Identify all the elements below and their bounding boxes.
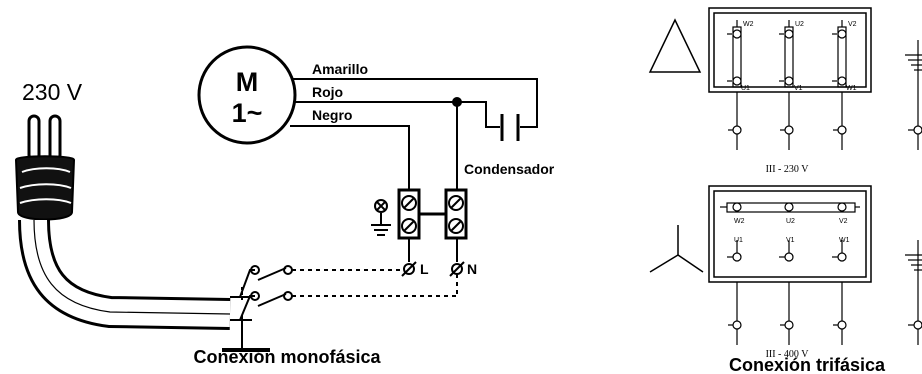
star-symbol-icon — [649, 225, 704, 273]
delta-term-top-2: U2 — [795, 21, 804, 28]
star-term-bottom-3: W1 — [839, 237, 850, 244]
delta-supply-leads — [728, 92, 847, 150]
wire-junction-dot — [452, 97, 462, 107]
terminal-n-label: N — [467, 261, 477, 277]
delta-term-top-3: V2 — [848, 21, 857, 28]
ground-icon — [905, 40, 922, 150]
dashed-supply-lines — [292, 269, 458, 297]
wire-label-red: Rojo — [312, 84, 343, 100]
capacitor-label: Condensador — [464, 161, 555, 177]
star-term-bottom-1: U1 — [734, 237, 743, 244]
caption-three-phase: Conexión trifásica — [729, 355, 886, 374]
terminal-n — [449, 261, 465, 277]
plug-icon — [14, 114, 231, 330]
terminal-block — [397, 158, 468, 262]
motor-letter: M — [236, 67, 259, 97]
motor-phase: 1~ — [232, 98, 263, 128]
delta-term-bottom-2: V1 — [794, 85, 803, 92]
star-term-bottom-2: V1 — [786, 237, 795, 244]
star-term-top-2: U2 — [786, 218, 795, 225]
delta-term-top-1: W2 — [743, 21, 754, 28]
delta-terminal-box: W2 U2 V2 U1 V1 W1 — [708, 7, 872, 93]
capacitor-icon — [500, 114, 520, 141]
motor-icon: M 1~ — [197, 45, 297, 145]
star-term-top-1: W2 — [734, 218, 745, 225]
voltage-label: 230 V — [22, 79, 83, 105]
wire-label-black: Negro — [312, 107, 352, 123]
delta-term-bottom-1: U1 — [741, 85, 750, 92]
delta-caption: III - 230 V — [766, 164, 810, 175]
delta-symbol-icon — [648, 18, 702, 73]
terminal-l — [401, 261, 417, 277]
delta-term-bottom-3: W1 — [846, 85, 857, 92]
lamp-icon — [374, 199, 388, 213]
star-caption: III - 400 V — [766, 349, 810, 360]
switch-icon — [222, 265, 293, 352]
star-terminal-box: W2 U2 V2 U1 V1 W1 — [708, 185, 872, 283]
wire-label-yellow: Amarillo — [312, 61, 368, 77]
caption-single-phase: Conexión monofásica — [193, 347, 381, 367]
ground-icon — [905, 240, 922, 345]
motor-wires — [290, 78, 538, 158]
star-term-top-3: V2 — [839, 218, 848, 225]
terminal-l-label: L — [420, 261, 429, 277]
ground-icon — [371, 213, 391, 236]
star-supply-leads — [728, 282, 847, 345]
